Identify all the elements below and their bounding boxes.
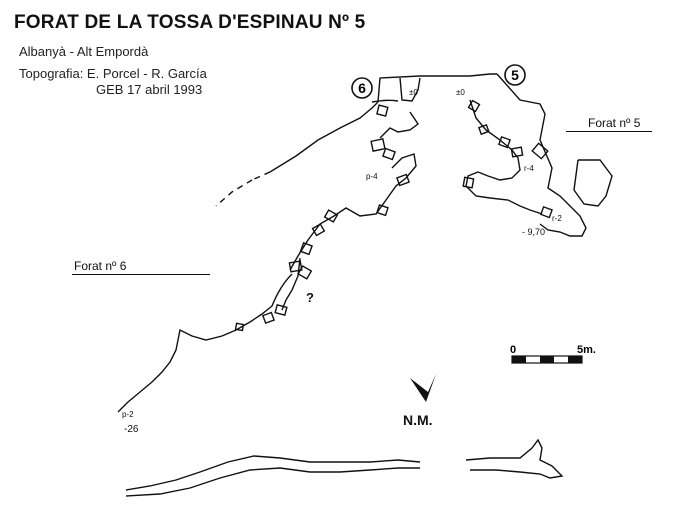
- plan-outline: [117, 73, 613, 413]
- forat-6-underline: [72, 274, 210, 275]
- ramp-r4-label: r-4: [524, 164, 534, 173]
- pitch-p4-label: p-4: [366, 172, 378, 181]
- depth-970-label: - 9,70: [522, 227, 546, 237]
- entrance-5-marker: 5: [504, 64, 526, 86]
- entrance-6-marker: 6: [351, 77, 373, 99]
- magnetic-north-label: N.M.: [403, 412, 433, 428]
- location-text: Albanyà - Alt Empordà: [19, 44, 149, 59]
- forat-5-underline: [566, 131, 652, 132]
- forat-5-label: Forat nº 5: [588, 116, 641, 130]
- scale-end-label: 5m.: [577, 344, 596, 356]
- scale-bar: 0 5m.: [510, 344, 596, 364]
- zero-depth-a: ±0: [409, 88, 418, 97]
- club-date: GEB 17 abril 1993: [96, 82, 203, 97]
- svg-text:5: 5: [511, 67, 519, 83]
- survey-credits: Topografia: E. Porcel - R. García: [19, 66, 207, 81]
- svg-text:6: 6: [358, 80, 366, 96]
- scale-start-label: 0: [510, 344, 516, 356]
- depth-26-label: -26: [124, 424, 139, 435]
- ramp-r2-label: r-2: [552, 214, 562, 223]
- pitch-p2-label: p-2: [122, 410, 134, 419]
- north-arrow-icon: [410, 374, 436, 402]
- forat-6-label: Forat nº 6: [74, 259, 127, 273]
- map-title: FORAT DE LA TOSSA D'ESPINAU Nº 5: [14, 12, 366, 33]
- zero-depth-b: ±0: [456, 88, 465, 97]
- unknown-passage-mark: ?: [306, 290, 314, 305]
- section-profile: [125, 438, 564, 497]
